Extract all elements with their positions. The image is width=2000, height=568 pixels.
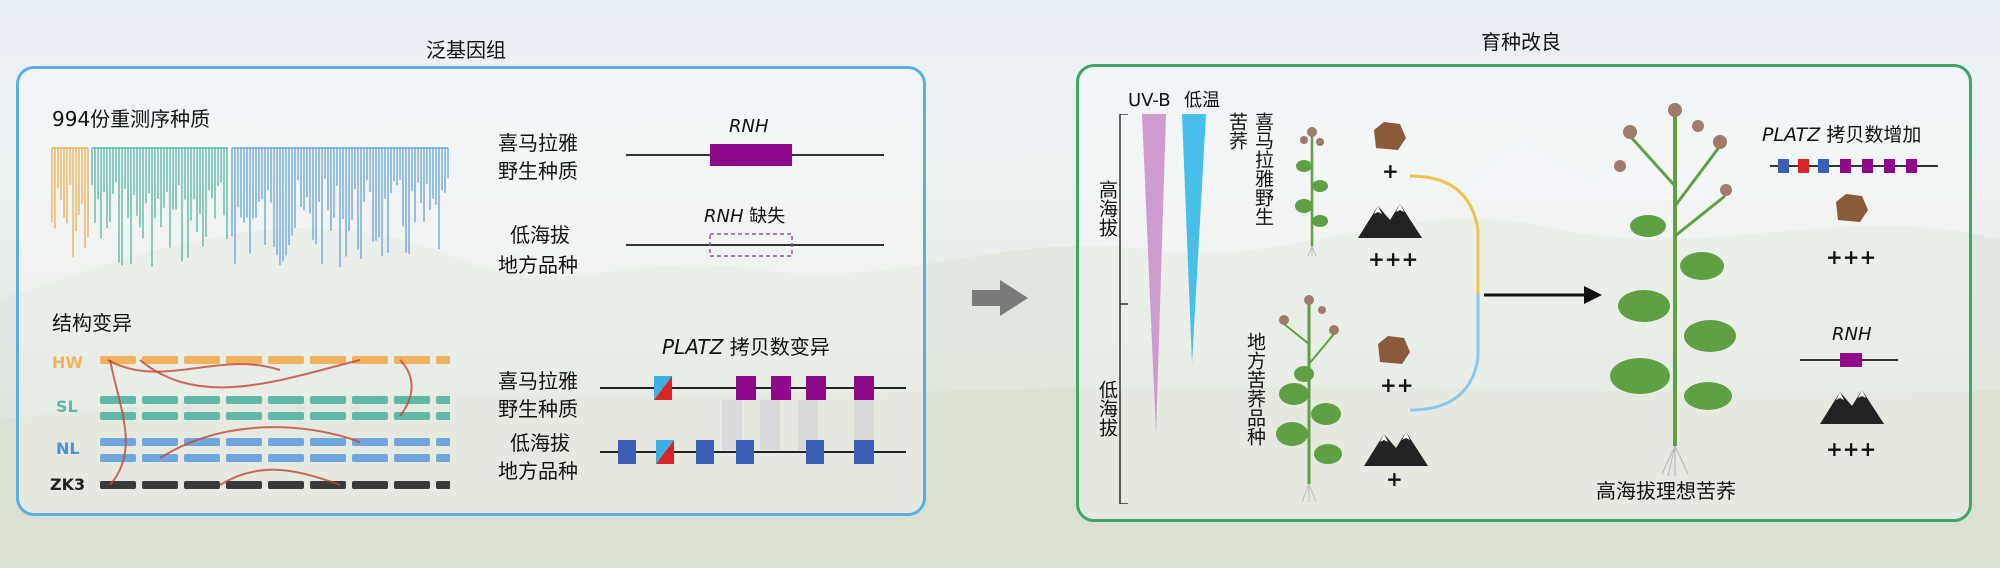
sv-title: 结构变异 <box>52 311 132 335</box>
platz-gene: PLATZ <box>662 335 724 359</box>
seed-icon <box>1378 336 1410 364</box>
sv-track-sl: SL <box>56 397 78 416</box>
rnh-wild-label-line2: 野生种质 <box>498 159 578 183</box>
platz-wild-copy <box>736 376 756 400</box>
low-temp-label: 低温 <box>1184 90 1220 111</box>
ideal-seed-score: +++ <box>1826 245 1877 269</box>
rnh-low-gene-track <box>626 233 884 257</box>
altitude-axis <box>1119 114 1206 504</box>
platz-suffix: 拷贝数变异 <box>723 335 830 359</box>
pangenome-title: 泛基因组 <box>426 38 506 62</box>
platz-wild-label-line1: 喜马拉雅 <box>498 369 578 393</box>
local-stress-score: + <box>1386 467 1403 491</box>
sv-track-zk3: ZK3 <box>50 475 86 494</box>
cold-gradient-wedge <box>1182 114 1206 364</box>
rnh-missing-suffix: 缺失 <box>743 206 786 227</box>
cross-bracket <box>1410 174 1480 412</box>
ideal-buckwheat-plant <box>1610 103 1736 476</box>
rnh-low-label-line1: 低海拔 <box>510 223 570 247</box>
breeding-panel <box>1076 64 1972 522</box>
platz-wild-copy <box>806 376 826 400</box>
breeding-title: 育种改良 <box>1481 30 1561 54</box>
ideal-stress-score: +++ <box>1826 437 1877 461</box>
ideal-rnh-track <box>1800 353 1898 367</box>
platz-wild-label-line2: 野生种质 <box>498 397 578 421</box>
ideal-rnh-label: RNH <box>1832 324 1872 345</box>
wild-buckwheat-plant <box>1295 127 1328 256</box>
rnh-missing-gene: RNH <box>704 206 744 227</box>
platz-wild-copy <box>854 376 874 400</box>
platz-cnv-tracks <box>600 376 906 464</box>
rnh-gene-label: RNH <box>729 116 769 137</box>
platz-wild-copy <box>771 376 791 400</box>
rnh-wild-label-line1: 喜马拉雅 <box>498 131 578 155</box>
sv-tracks-diagram <box>100 356 450 489</box>
ideal-platz-suffix: 拷贝数增加 <box>1820 124 1922 146</box>
wild-stress-score: +++ <box>1368 247 1419 271</box>
ideal-platz-label: PLATZ 拷贝数增加 <box>1762 122 1921 148</box>
ideal-platz-track <box>1770 159 1938 173</box>
rnh-gene-block <box>710 144 792 166</box>
platz-cnv-label: PLATZ 拷贝数变异 <box>662 334 830 360</box>
rnh-low-label-line2: 地方品种 <box>498 253 578 277</box>
transition-arrow <box>972 280 1028 316</box>
sv-track-nl: NL <box>56 439 80 458</box>
phylogenetic-tree <box>51 147 449 268</box>
uvb-gradient-wedge <box>1142 114 1166 434</box>
uvb-label: UV-B <box>1128 90 1171 111</box>
platz-low-label-line1: 低海拔 <box>510 431 570 455</box>
low-altitude-label: 低海拔 <box>1096 380 1118 437</box>
seed-icon <box>1836 194 1868 222</box>
local-seed-score: ++ <box>1380 373 1414 397</box>
wild-buckwheat-label: 喜马拉雅野生苦荞 <box>1226 112 1274 226</box>
local-buckwheat-plant <box>1276 295 1342 503</box>
accessions-label: 994份重测序种质 <box>52 107 211 131</box>
rnh-wild-gene-track <box>626 144 884 166</box>
mountain-icon <box>1820 390 1884 424</box>
rnh-missing-label: RNH 缺失 <box>704 204 785 230</box>
seed-icon <box>1374 122 1406 150</box>
local-buckwheat-label: 地方苦荞品种 <box>1244 332 1266 446</box>
mountain-icon <box>1358 204 1422 238</box>
breeding-arrow <box>1484 286 1602 304</box>
high-altitude-label: 高海拔 <box>1096 180 1118 237</box>
sv-track-hw: HW <box>52 353 84 372</box>
mountain-icon <box>1364 432 1428 466</box>
platz-low-label-line2: 地方品种 <box>498 459 578 483</box>
rnh-deleted-block <box>709 233 793 257</box>
ideal-plant-label: 高海拔理想苦荞 <box>1596 479 1736 503</box>
ideal-platz-gene: PLATZ <box>1762 124 1821 146</box>
wild-seed-score: + <box>1382 159 1399 183</box>
